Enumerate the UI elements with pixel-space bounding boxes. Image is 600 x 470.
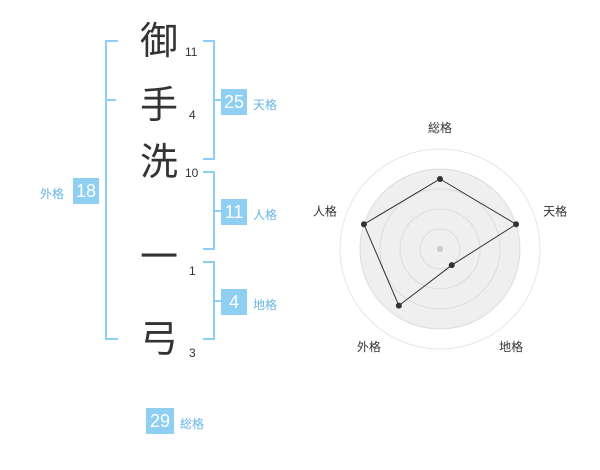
chikaku-label: 地格 xyxy=(253,298,278,312)
radar-axis-label-1: 天格 xyxy=(543,204,567,219)
tenkaku-label: 天格 xyxy=(253,98,278,112)
radar-axis-label-4: 人格 xyxy=(313,204,337,219)
radar-point-3 xyxy=(395,302,402,309)
radar-axis-label-3: 外格 xyxy=(357,339,381,354)
radar-point-1 xyxy=(513,221,520,228)
stroke-count-3: 10 xyxy=(185,166,199,180)
tenkaku-badge: 25 xyxy=(221,89,247,115)
stroke-count-5: 3 xyxy=(189,346,196,360)
radar-ring-1 xyxy=(419,228,461,270)
radar-ring-outer xyxy=(339,148,541,350)
soukaku-badge: 29 xyxy=(146,408,174,434)
gaikaku-label: 外格 xyxy=(40,187,65,201)
jinkaku-label: 人格 xyxy=(253,208,278,222)
radar-center-dot xyxy=(437,246,443,252)
radar-ring-2 xyxy=(399,208,481,290)
stroke-count-2: 4 xyxy=(189,108,196,122)
stroke-count-1: 11 xyxy=(185,45,198,59)
radar-point-0 xyxy=(437,176,443,182)
radar-point-2 xyxy=(448,262,455,269)
jinkaku-badge: 11 xyxy=(221,199,247,225)
soukaku-label: 総格 xyxy=(180,417,205,431)
radar-point-4 xyxy=(360,221,367,228)
name-char-3: 洗 xyxy=(139,140,178,184)
stroke-count-4: 1 xyxy=(189,264,196,278)
name-char-2: 手 xyxy=(139,83,178,127)
radar-series-polygon xyxy=(363,178,518,307)
radar-axis-label-0: 総格 xyxy=(428,120,452,135)
name-char-5: 弓 xyxy=(139,317,178,361)
name-char-1: 御 xyxy=(139,19,178,63)
gaikaku-badge: 18 xyxy=(73,178,99,204)
radar-ring-3 xyxy=(379,188,501,310)
chikaku-badge: 4 xyxy=(221,289,247,315)
name-char-4: 一 xyxy=(139,235,178,279)
radar-axis-label-2: 地格 xyxy=(499,339,523,354)
